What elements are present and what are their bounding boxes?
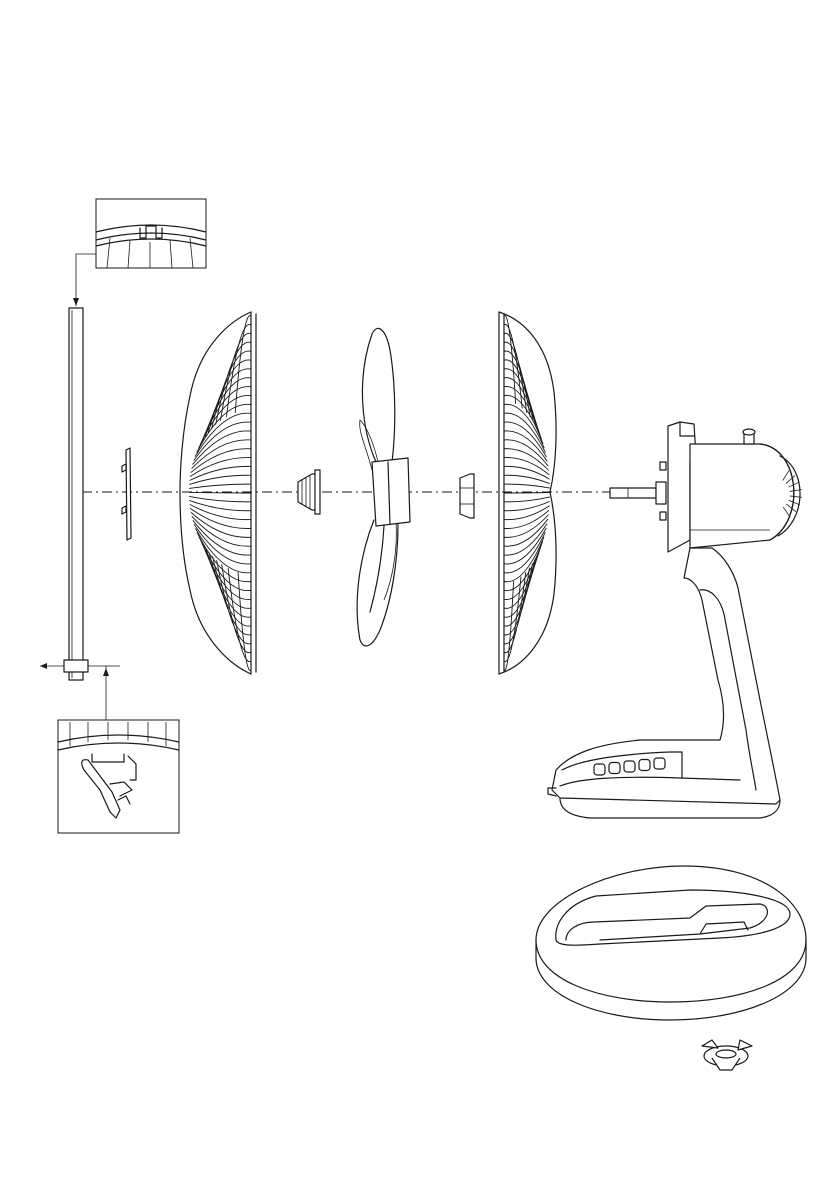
grille-nut xyxy=(460,474,474,518)
base-plate xyxy=(536,866,806,1020)
spinner xyxy=(298,470,320,514)
front-grille-rim-clip xyxy=(58,720,179,833)
base-wing-nut xyxy=(702,1040,752,1070)
front-grille-ring xyxy=(40,308,120,720)
stand-body xyxy=(548,548,780,818)
rear-grille xyxy=(499,312,556,674)
front-grille xyxy=(180,312,256,674)
detail-inset-top xyxy=(73,199,206,306)
spinner-cap xyxy=(122,448,131,540)
motor-housing xyxy=(610,422,802,552)
fan-blade xyxy=(357,328,410,646)
